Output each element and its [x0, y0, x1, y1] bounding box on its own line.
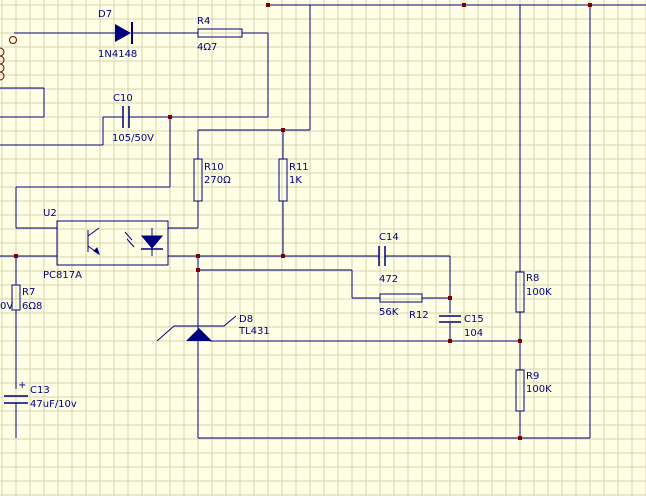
r7-value: 6Ω8 [22, 301, 42, 312]
u2-value: PC817A [43, 270, 82, 281]
c13-polarity: + [18, 380, 26, 391]
resistor-r11 [278, 158, 288, 202]
c10-value: 105/50V [112, 133, 154, 144]
r12-value: 56K [379, 307, 399, 318]
resistor-r10 [193, 158, 203, 202]
resistor-r7 [11, 284, 21, 311]
r7-prefix: 0V [0, 301, 13, 312]
d8-ref: D8 [239, 314, 253, 325]
c10-ref: C10 [113, 93, 133, 104]
u2-ref: U2 [43, 208, 57, 219]
r9-ref: R9 [526, 371, 539, 382]
r4-value: 4Ω7 [197, 42, 217, 53]
capacitor-c13 [4, 395, 28, 404]
transformer-winding [0, 36, 17, 81]
wires [0, 4, 646, 439]
d7-ref: D7 [98, 9, 112, 20]
d8-value: TL431 [238, 326, 270, 337]
junctions [14, 3, 592, 440]
c13-value: 47uF/10v [30, 399, 77, 410]
diode-d7 [115, 22, 133, 44]
resistor-r4 [197, 28, 243, 38]
capacitor-c14 [378, 246, 386, 266]
r11-value: 1K [289, 175, 302, 186]
capacitor-c10 [122, 106, 130, 128]
c13-ref: C13 [30, 385, 50, 396]
r8-value: 100K [526, 287, 552, 298]
resistor-r12 [379, 293, 423, 303]
capacitor-c15 [439, 315, 461, 323]
optocoupler-u2 [56, 220, 169, 266]
r10-ref: R10 [204, 162, 224, 173]
r7-ref: R7 [22, 287, 35, 298]
r10-value: 270Ω [204, 175, 231, 186]
resistor-r8 [515, 271, 525, 313]
c14-value: 472 [379, 274, 398, 285]
c14-ref: C14 [379, 232, 399, 243]
r4-ref: R4 [197, 16, 210, 27]
d7-value: 1N4148 [98, 49, 137, 60]
c15-value: 104 [464, 328, 483, 339]
r9-value: 100K [526, 384, 552, 395]
r11-ref: R11 [289, 162, 309, 173]
c15-ref: C15 [464, 314, 484, 325]
r8-ref: R8 [526, 273, 539, 284]
shunt-regulator-d8 [156, 315, 237, 342]
resistor-r9 [515, 369, 525, 412]
r12-ref: R12 [409, 310, 429, 321]
